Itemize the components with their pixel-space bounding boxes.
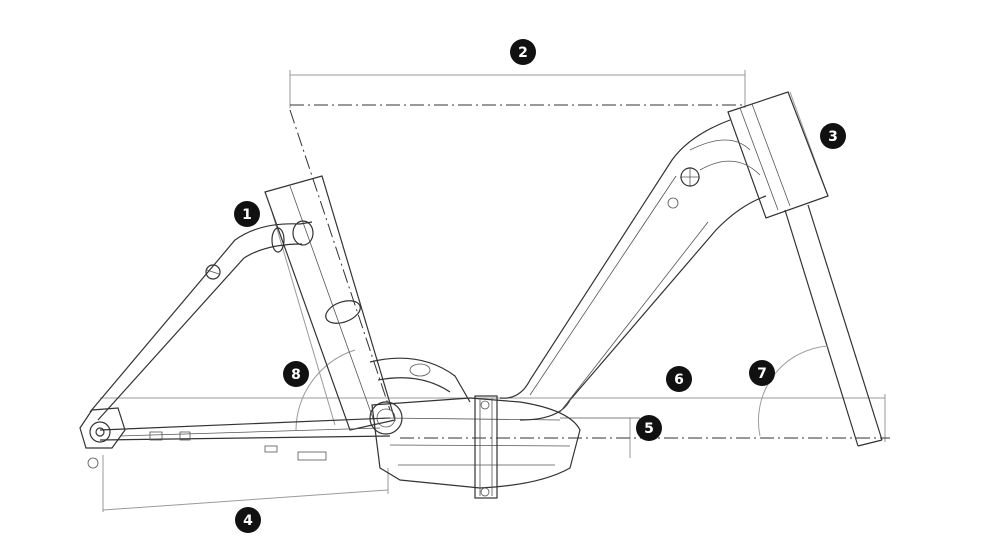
marker-8-label: 8	[291, 367, 301, 383]
marker-4-label: 4	[243, 513, 253, 529]
marker-1-label: 1	[242, 207, 252, 223]
frame-outline	[79, 91, 829, 499]
marker-5: 5	[636, 415, 662, 441]
marker-6-label: 6	[674, 372, 684, 388]
dimension-lines	[100, 70, 890, 512]
marker-6: 6	[666, 366, 692, 392]
marker-2-label: 2	[518, 45, 528, 61]
marker-8: 8	[283, 361, 309, 387]
marker-5-label: 5	[644, 421, 654, 437]
marker-1: 1	[234, 201, 260, 227]
marker-7-label: 7	[757, 366, 767, 382]
marker-4: 4	[235, 507, 261, 533]
marker-3-label: 3	[828, 129, 838, 145]
marker-7: 7	[749, 360, 775, 386]
marker-3: 3	[820, 123, 846, 149]
marker-2: 2	[510, 39, 536, 65]
